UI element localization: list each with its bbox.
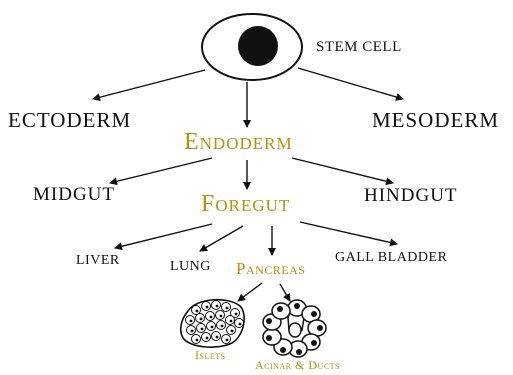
arrow-foregut-to-lung bbox=[200, 226, 243, 251]
mesoderm-label: MESODERM bbox=[372, 108, 499, 133]
acinar-ducts-graphic bbox=[263, 300, 326, 357]
arrow-foregut-to-gallbladder bbox=[300, 222, 397, 244]
arrow-endoderm-to-midgut bbox=[110, 158, 212, 183]
endoderm-label: Endoderm bbox=[184, 129, 293, 156]
midgut-label: MIDGUT bbox=[33, 184, 115, 206]
islets-label: Islets bbox=[195, 348, 226, 363]
lung-label: LUNG bbox=[170, 259, 211, 275]
foregut-label: Foregut bbox=[201, 191, 290, 218]
arrow-foregut-to-liver bbox=[115, 224, 212, 248]
arrow-endoderm-to-hindgut bbox=[292, 158, 393, 183]
islets-graphic bbox=[181, 300, 244, 347]
hindgut-label: HINDGUT bbox=[364, 185, 458, 207]
gall-bladder-label: GALL BLADDER bbox=[335, 250, 447, 266]
acinar-ducts-label: Acinar & Ducts bbox=[255, 358, 340, 373]
stem-cell-label: STEM CELL bbox=[316, 39, 402, 56]
arrow-pancreas-to-islets bbox=[238, 283, 262, 301]
arrow-pancreas-to-acinar bbox=[280, 284, 290, 301]
liver-label: LIVER bbox=[76, 253, 120, 269]
ectoderm-label: ECTODERM bbox=[8, 108, 131, 133]
arrow-stem-to-ectoderm bbox=[93, 70, 205, 99]
pancreas-label: Pancreas bbox=[236, 259, 305, 279]
arrow-stem-to-mesoderm bbox=[298, 68, 403, 99]
stem-cell-graphic bbox=[202, 14, 302, 80]
